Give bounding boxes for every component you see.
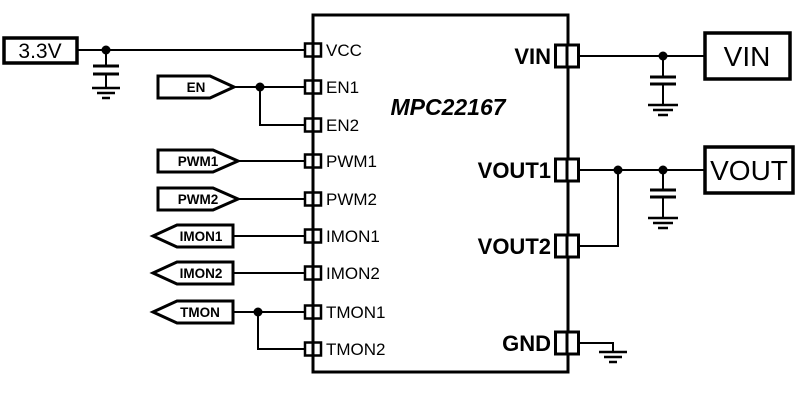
capacitor-vout [650, 188, 676, 199]
wire-vout2-branch [578, 170, 619, 247]
vout-terminal: VOUT [703, 145, 795, 195]
junction-dot [613, 165, 623, 175]
pin-vout2: VOUT2 [478, 233, 580, 259]
flag-shape [156, 148, 242, 174]
flag-label: PWM1 [178, 154, 219, 169]
vin-terminal: VIN [703, 31, 792, 81]
pin-label: EN2 [326, 116, 359, 135]
pin-label: TMON1 [326, 303, 386, 322]
junction-dot [255, 82, 265, 92]
chip-body [311, 13, 570, 374]
junction-dots [101, 45, 668, 317]
pin-label: TMON2 [326, 340, 386, 359]
pin-gnd: GND [502, 330, 580, 356]
pin-en1: EN1 [303, 78, 359, 97]
junction-dot [658, 51, 668, 61]
flag-label: TMON [180, 305, 220, 320]
pin-label: VCC [326, 41, 362, 60]
pwm2-flag: PWM2 [156, 186, 242, 212]
pwm1-flag: PWM1 [156, 148, 242, 174]
flag-label: IMON1 [180, 229, 223, 244]
imon2-flag: IMON2 [149, 260, 235, 286]
pin-label: PWM2 [326, 190, 377, 209]
pin-label: VOUT2 [478, 234, 551, 259]
terminal-label: VIN [724, 41, 771, 72]
pin-label: EN1 [326, 78, 359, 97]
terminal-label: 3.3V [18, 40, 61, 63]
pin-label: IMON2 [326, 264, 380, 283]
pin-vin: VIN [514, 43, 580, 69]
capacitor-3v3 [93, 64, 119, 76]
chip-left-pins: VCC EN1 EN2 PWM1 PWM2 IMON1 [303, 41, 386, 359]
flag-shape [149, 260, 235, 286]
pin-imon1: IMON1 [303, 227, 380, 246]
flag-label: PWM2 [178, 192, 219, 207]
wire-gnd [578, 342, 614, 352]
pin-label: VIN [514, 44, 551, 69]
supply-3v3-terminal: 3.3V [2, 36, 79, 65]
chip-part-number: MPC22167 [390, 94, 506, 120]
flag-label: EN [187, 80, 206, 95]
pin-pwm1: PWM1 [303, 152, 377, 171]
junction-dot [658, 165, 668, 175]
terminal-box [2, 36, 79, 65]
flag-label: IMON2 [180, 266, 223, 281]
pin-pwm2: PWM2 [303, 190, 377, 209]
pin-vcc: VCC [303, 41, 362, 60]
capacitor-vin [650, 75, 676, 86]
pin-label: GND [502, 331, 551, 356]
pin-tmon2: TMON2 [303, 340, 386, 359]
ground-symbol-3v3 [92, 86, 120, 100]
flag-shape [156, 74, 238, 100]
chip: MPC22167 [311, 13, 570, 374]
junction-dot [253, 307, 263, 317]
ground-symbol-gnd-pin [599, 350, 627, 364]
wire-en-to-en2 [259, 87, 306, 126]
flag-shape [156, 186, 242, 212]
imon1-flag: IMON1 [149, 223, 235, 249]
wires [77, 49, 705, 352]
pin-tmon1: TMON1 [303, 303, 386, 322]
pin-vout1: VOUT1 [478, 157, 580, 183]
pin-imon2: IMON2 [303, 264, 380, 283]
junction-dot [101, 45, 111, 55]
pin-label: PWM1 [326, 152, 377, 171]
pin-label: VOUT1 [478, 158, 551, 183]
chip-right-pins: VIN VOUT1 VOUT2 GND [478, 43, 580, 356]
terminal-box [703, 145, 795, 195]
wire-tmon-to-tmon2 [257, 312, 306, 350]
flag-shape [149, 299, 235, 325]
tmon-flag: TMON [149, 299, 235, 325]
en-flag: EN [156, 74, 238, 100]
pin-label: IMON1 [326, 227, 380, 246]
terminal-label: VOUT [710, 155, 788, 186]
terminal-box [703, 31, 792, 81]
pin-en2: EN2 [303, 116, 359, 135]
ground-symbol-vout [648, 216, 678, 230]
flag-shape [149, 223, 235, 249]
ground-symbol-vin [648, 103, 678, 117]
